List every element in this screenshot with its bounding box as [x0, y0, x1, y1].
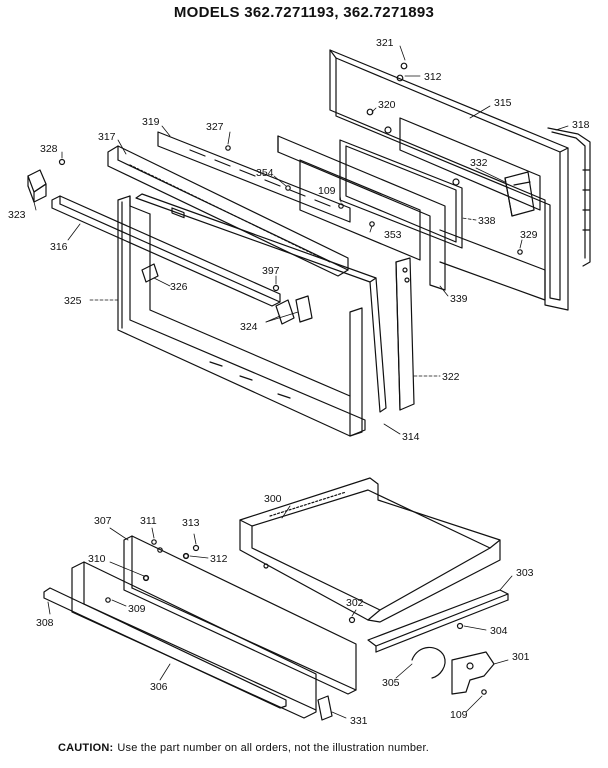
drawer-spring-305 [411, 646, 446, 679]
label-314: 314 [402, 431, 420, 443]
label-311: 311 [140, 515, 157, 527]
caution-label: CAUTION: [58, 742, 114, 754]
label-316: 316 [50, 241, 68, 253]
label-301: 301 [512, 651, 530, 663]
label-306: 306 [150, 681, 168, 693]
label-329: 329 [520, 229, 538, 241]
label-305: 305 [382, 677, 400, 689]
label-300: 300 [264, 493, 282, 505]
screw-329 [517, 249, 523, 255]
clip-326 [141, 263, 159, 283]
label-109-lower: 109 [450, 709, 468, 721]
screw-309 [105, 597, 111, 603]
vent-trim-319 [157, 131, 351, 223]
label-309: 309 [128, 603, 146, 615]
label-308: 308 [36, 617, 54, 629]
label-339: 339 [450, 293, 468, 305]
label-303: 303 [516, 567, 534, 579]
screw-304 [456, 622, 464, 630]
screw-321 [400, 62, 408, 70]
label-332: 332 [470, 157, 488, 169]
leader-lines-lower [47, 505, 513, 719]
caution-text: Use the part number on all orders, not t… [117, 742, 429, 754]
screw-313 [192, 544, 200, 552]
door-back-panel-315 [329, 49, 569, 311]
drawer-front-panel-306 [71, 561, 317, 719]
drawer-body-300 [239, 477, 501, 623]
screw-320 [366, 108, 374, 116]
door-handle-316 [51, 195, 281, 307]
label-338: 338 [478, 215, 496, 227]
door-top-trim-317 [107, 145, 349, 277]
door-side-frame-322 [395, 257, 415, 411]
label-310: 310 [88, 553, 106, 565]
screw-311 [151, 539, 157, 545]
label-324: 324 [240, 321, 258, 333]
label-327: 327 [206, 121, 224, 133]
screw-310 [142, 574, 150, 582]
screw-302 [348, 616, 356, 624]
label-313: 313 [182, 517, 200, 529]
roller-bracket-301 [451, 651, 495, 695]
clips-324 [275, 295, 313, 325]
label-317: 317 [98, 131, 116, 143]
leader-lines-upper [33, 45, 569, 435]
label-321: 321 [376, 37, 394, 49]
label-302: 302 [346, 597, 364, 609]
screw-327 [225, 145, 231, 151]
label-307: 307 [94, 515, 112, 527]
drawer-inner-panel-307 [123, 535, 357, 695]
label-319: 319 [142, 116, 160, 128]
door-glass-314 [135, 193, 387, 413]
door-liner-339 [277, 135, 446, 291]
hinge-bracket-332 [504, 171, 535, 217]
label-312-lower: 312 [210, 553, 228, 565]
screw-354 [285, 185, 291, 191]
washer-312 [396, 74, 404, 82]
screw-328 [58, 158, 66, 166]
door-gasket-318 [547, 127, 591, 267]
part-labels: 321 312 315 318 320 332 338 329 339 319 … [8, 37, 590, 727]
screw-353 [369, 221, 375, 227]
screw-397 [272, 284, 280, 292]
drawer-rail-303 [367, 589, 509, 653]
label-312-upper: 312 [424, 71, 442, 83]
caution-note: CAUTION:Use the part number on all order… [58, 742, 429, 754]
outer-door-frame-325 [117, 195, 366, 437]
label-320: 320 [378, 99, 396, 111]
diagram-title: MODELS 362.7271193, 362.7271893 [173, 4, 435, 21]
end-cap-331 [317, 695, 333, 721]
label-353: 353 [384, 229, 402, 241]
screw-109b [481, 689, 487, 695]
label-323: 323 [8, 209, 26, 221]
screw-109a [338, 203, 344, 209]
label-331: 331 [350, 715, 368, 727]
label-354: 354 [256, 167, 274, 179]
label-322: 322 [442, 371, 460, 383]
label-397: 397 [262, 265, 280, 277]
washer-312b [182, 552, 190, 560]
handle-end-cap-323 [27, 169, 47, 203]
label-109-upper: 109 [318, 185, 336, 197]
label-304: 304 [490, 625, 508, 637]
label-315: 315 [494, 97, 512, 109]
label-328: 328 [40, 143, 58, 155]
drawer-trim-308 [43, 587, 287, 709]
label-318: 318 [572, 119, 590, 131]
label-325: 325 [64, 295, 82, 307]
label-326: 326 [170, 281, 188, 293]
